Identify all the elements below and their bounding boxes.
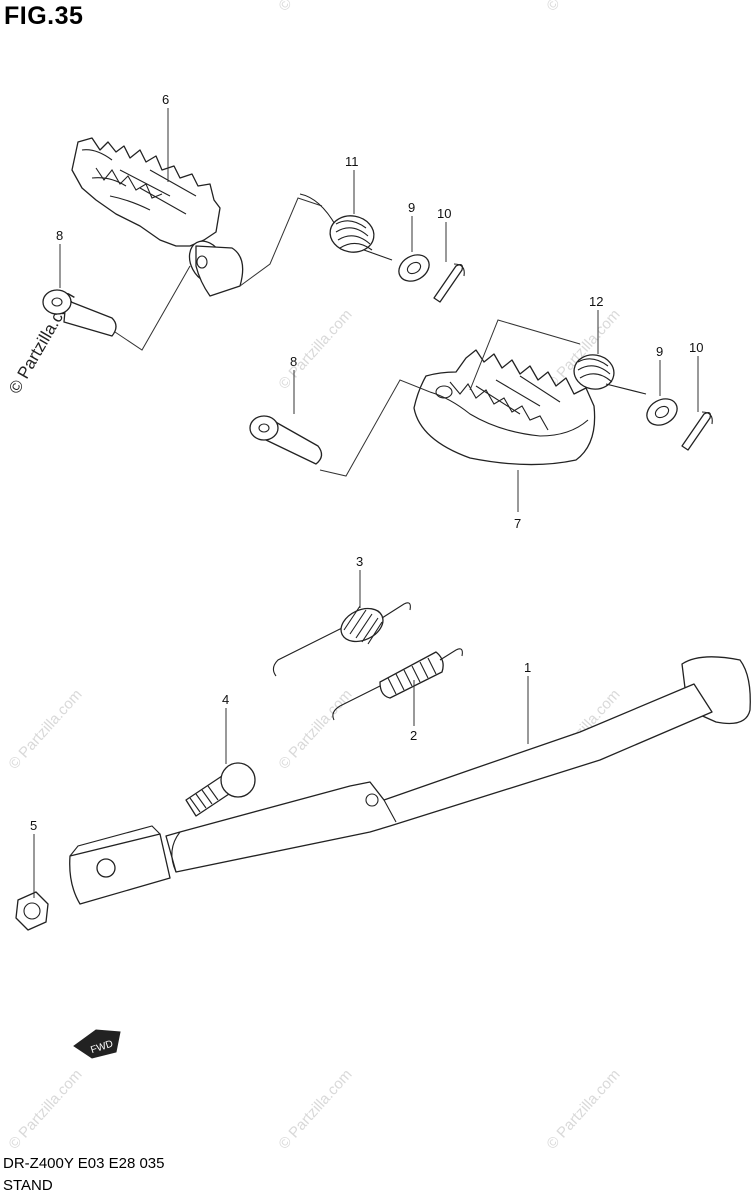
- watermark: © Partzilla.com: [5, 686, 85, 772]
- caption: DR-Z400Y E03 E28 035 STAND: [3, 1153, 165, 1197]
- washer-9-top: [398, 254, 430, 282]
- washer-9-right: [646, 398, 678, 426]
- clevis-pin-left: [42, 289, 117, 337]
- callout-2: 2: [410, 728, 417, 743]
- cotter-pin-10-right: [681, 411, 713, 451]
- assembly-line: [111, 265, 191, 351]
- figure-title: FIG.35: [4, 2, 84, 30]
- nut-5: [15, 891, 49, 931]
- callout-4: 4: [222, 692, 229, 707]
- callout-8: 8: [56, 228, 63, 243]
- callout-10: 10: [437, 206, 451, 221]
- assembly-line: [239, 197, 323, 287]
- callout-10: 10: [689, 340, 703, 355]
- spring-2: [332, 648, 463, 721]
- callout-3: 3: [356, 554, 363, 569]
- callout-11: 11: [345, 154, 359, 169]
- watermark: © Partzilla.com: [5, 1066, 85, 1152]
- callout-7: 7: [514, 516, 521, 531]
- watermark: © Partzilla.com: [275, 306, 355, 392]
- clevis-pin-right: [249, 415, 323, 465]
- watermark: © Partzilla.com: [275, 1066, 355, 1152]
- callout-12: 12: [589, 294, 603, 309]
- section-name: STAND: [3, 1177, 53, 1194]
- callout-9: 9: [408, 200, 415, 215]
- spring-12: [573, 354, 647, 395]
- footpeg-left: [71, 137, 244, 297]
- watermark: © Partzilla.com: [543, 1066, 623, 1152]
- watermark: © Partzilla.com: [275, 0, 355, 15]
- bolt-4: [185, 762, 256, 817]
- assembly-line: [319, 379, 431, 477]
- assembly-line: [469, 319, 581, 391]
- callout-9: 9: [656, 344, 663, 359]
- callout-6: 6: [162, 92, 169, 107]
- model-code: DR-Z400Y E03 E28 035: [3, 1155, 165, 1172]
- callout-1: 1: [524, 660, 531, 675]
- watermark: © Partzilla.com: [543, 0, 623, 15]
- fwd-arrow-icon: FWD: [73, 1029, 121, 1059]
- spring-3: [272, 602, 411, 677]
- footpeg-right: [413, 349, 596, 466]
- watermark: © Partzilla.com: [275, 686, 355, 772]
- callout-5: 5: [30, 818, 37, 833]
- callouts: 6 11 9 10 8 12 9 10 8 7 3 1 2 4 5: [30, 92, 703, 898]
- cotter-pin-10-top: [433, 263, 465, 303]
- callout-8: 8: [290, 354, 297, 369]
- spring-11: [299, 193, 393, 261]
- side-stand: [69, 656, 751, 905]
